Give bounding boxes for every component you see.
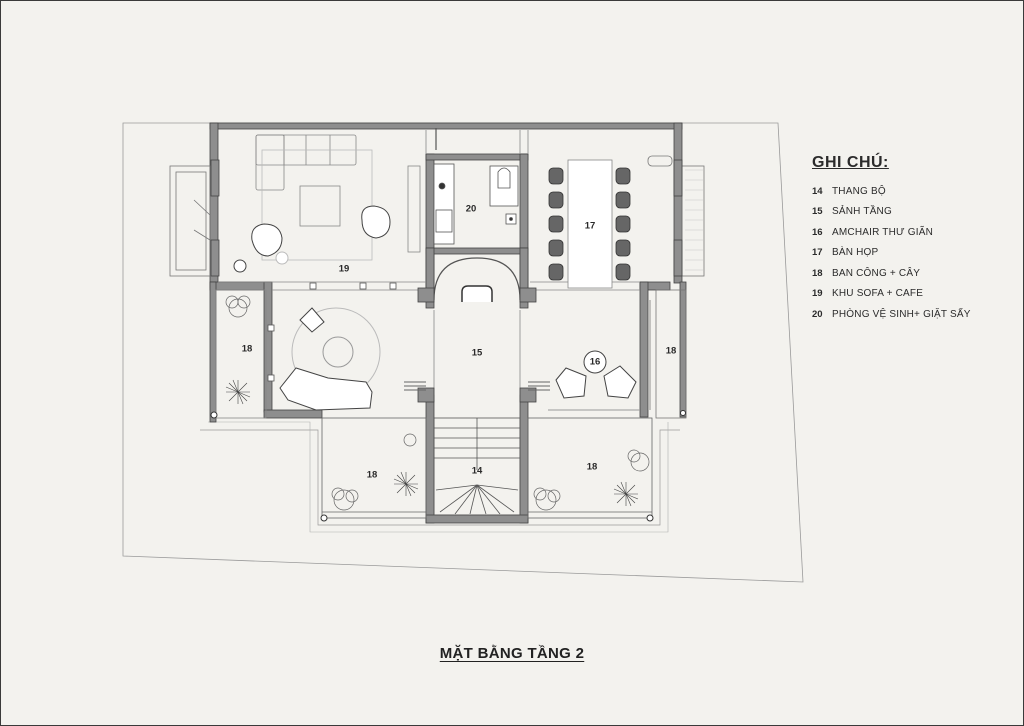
legend-text: BAN CÔNG + CÂY xyxy=(832,267,921,279)
legend-item: 15 SẢNH TẦNG xyxy=(812,202,1012,223)
plan-title-text: MẶT BẰNG TẦNG 2 xyxy=(439,645,585,662)
plants xyxy=(225,295,650,511)
room-label-18-bottom-right: 18 xyxy=(586,461,598,473)
legend: GHI CHÚ: 14 THANG BỘ 15 SẢNH TẦNG 16 AMC… xyxy=(812,154,1012,325)
legend-number: 20 xyxy=(812,308,823,320)
columns xyxy=(210,410,686,522)
room-label-18-left: 18 xyxy=(241,343,253,355)
legend-number: 14 xyxy=(812,185,823,197)
legend-number: 16 xyxy=(812,226,823,238)
site-boundary xyxy=(122,122,804,583)
plinth-line xyxy=(200,429,680,526)
plan-title: MẶT BẰNG TẦNG 2 xyxy=(0,645,1024,662)
legend-title: GHI CHÚ: xyxy=(812,154,889,171)
meeting-chairs xyxy=(548,167,631,281)
room-label-14: 14 xyxy=(471,465,483,477)
legend-text: THANG BỘ xyxy=(832,185,886,197)
plinth-line-2 xyxy=(208,421,669,533)
legend-text: PHÒNG VỆ SINH+ GIẶT SẤY xyxy=(832,308,971,320)
left-balcony xyxy=(169,165,267,419)
legend-item: 17 BÀN HỌP xyxy=(812,243,1012,264)
legend-text: SẢNH TẦNG xyxy=(832,206,892,218)
staircase xyxy=(433,417,521,516)
legend-item: 14 THANG BỘ xyxy=(812,181,1012,202)
meeting-table-17 xyxy=(567,159,613,289)
armchairs-16 xyxy=(548,350,640,411)
armchairs-19 xyxy=(233,205,391,273)
toilet-fixtures xyxy=(433,163,519,245)
legend-number: 19 xyxy=(812,288,823,300)
right-balcony xyxy=(647,155,705,419)
room-label-17: 17 xyxy=(584,220,596,232)
legend-item: 20 PHÒNG VỆ SINH+ GIẶT SẤY xyxy=(812,304,1012,325)
legend-number: 17 xyxy=(812,247,823,259)
arches xyxy=(433,128,521,301)
room-label-18-bottom-left: 18 xyxy=(366,469,378,481)
legend-text: BÀN HỌP xyxy=(832,247,879,259)
bottom-balconies xyxy=(321,417,653,519)
room-label-19: 19 xyxy=(338,263,350,275)
legend-text: AMCHAIR THƯ GIÃN xyxy=(832,226,934,238)
legend-text: KHU SOFA + CAFE xyxy=(832,288,924,300)
room-label-16: 16 xyxy=(589,356,601,368)
room-label-15: 15 xyxy=(471,347,483,359)
legend-item: 18 BAN CÔNG + CÂY xyxy=(812,263,1012,284)
lamps xyxy=(267,282,397,382)
railings xyxy=(404,381,550,391)
legend-number: 15 xyxy=(812,206,823,218)
lobby-bench xyxy=(461,285,493,302)
piers xyxy=(210,159,683,403)
palm-plants xyxy=(225,379,639,507)
room-label-20: 20 xyxy=(465,203,477,215)
legend-item: 19 KHU SOFA + CAFE xyxy=(812,284,1012,305)
right-panel-hatch xyxy=(685,169,703,271)
sofa-set-19 xyxy=(255,134,421,261)
legend-number: 18 xyxy=(812,267,823,279)
room-label-18-right: 18 xyxy=(665,345,677,357)
lounge-sofa xyxy=(279,307,381,411)
legend-item: 16 AMCHAIR THƯ GIÃN xyxy=(812,222,1012,243)
